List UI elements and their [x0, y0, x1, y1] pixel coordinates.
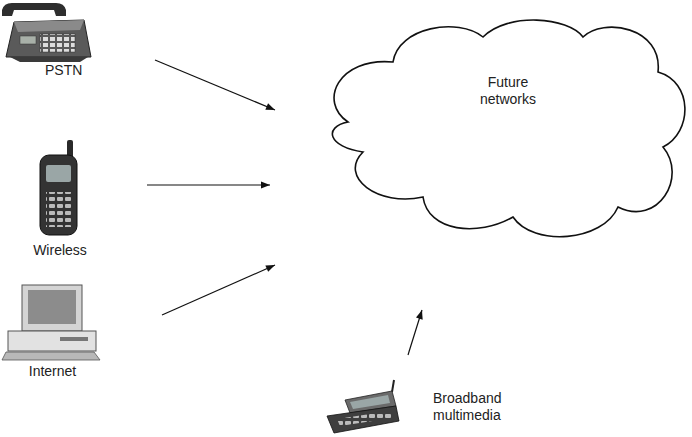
- desk-phone-icon: [2, 3, 91, 62]
- arrow-connector: [162, 265, 275, 315]
- computer-icon: [2, 285, 100, 360]
- node-label: PSTN: [45, 62, 105, 79]
- arrow-connector: [147, 182, 270, 189]
- device-node: PSTN: [0, 0, 110, 85]
- mobile-phone-icon: [40, 140, 77, 235]
- arrow-connector: [408, 310, 423, 355]
- node-label: Internet: [5, 363, 100, 380]
- cloud-outline: [318, 12, 690, 242]
- device-node: Broadband multimedia: [320, 375, 521, 435]
- device-node: Wireless: [15, 138, 107, 263]
- node-label: Wireless: [15, 242, 105, 259]
- communicator-icon: [327, 380, 399, 433]
- node-label: Future networks: [468, 74, 548, 108]
- device-node: Internet: [5, 283, 102, 388]
- node-label: Broadband multimedia: [433, 390, 519, 424]
- cloud-node: Future networks: [318, 12, 690, 242]
- arrow-connector: [155, 60, 275, 110]
